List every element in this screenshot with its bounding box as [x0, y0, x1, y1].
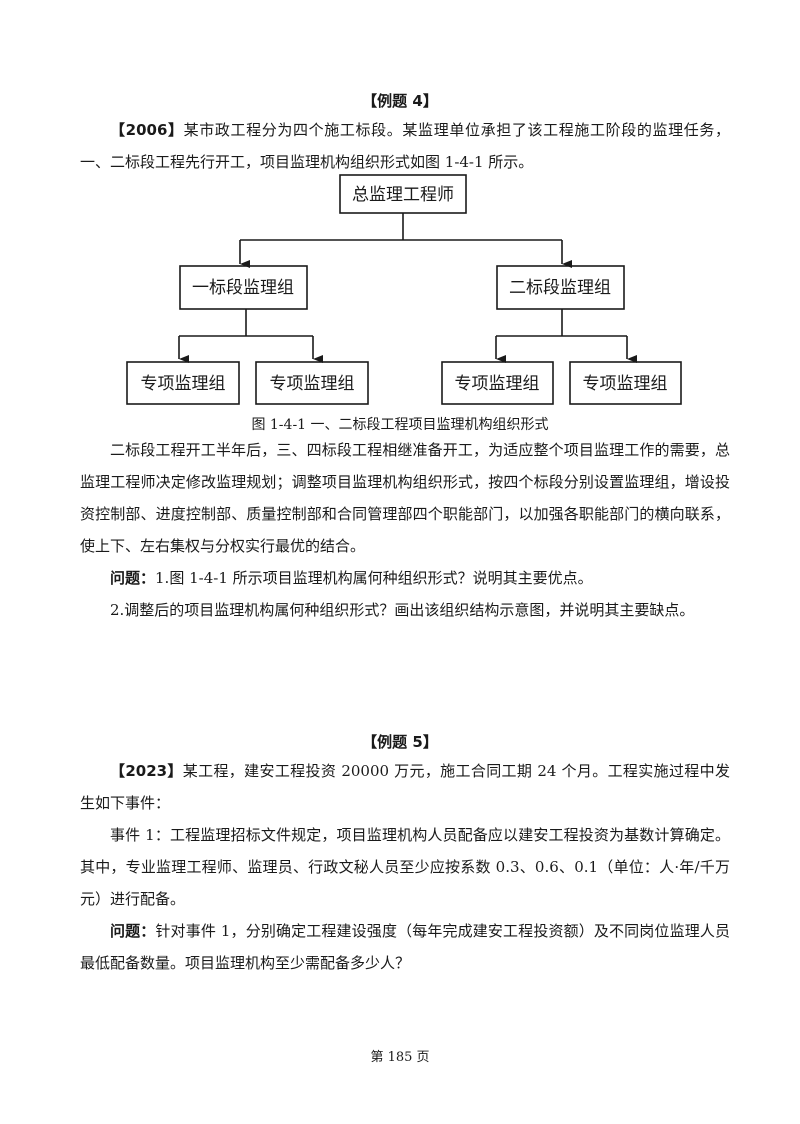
example-4-question-label: 问题： — [110, 569, 156, 587]
example-5-year: 【2023】 — [110, 762, 183, 780]
org-chart-diagram: 总监理工程师 一标段监理组 二标段监理组 专项监理组 专项监理组 专项监理组 专… — [126, 174, 682, 405]
org-label-section-1: 一标段监理组 — [192, 278, 294, 298]
example-4-body: 二标段工程开工半年后，三、四标段工程相继准备开工，为适应整个项目监理工作的需要，… — [80, 441, 730, 555]
example-5-intro-text: 某工程，建安工程投资 20000 万元，施工合同工期 24 个月。工程实施过程中… — [80, 762, 730, 812]
org-label-special-3: 专项监理组 — [455, 374, 540, 394]
example-5-intro: 【2023】某工程，建安工程投资 20000 万元，施工合同工期 24 个月。工… — [80, 755, 730, 819]
org-box-special-2 — [255, 361, 369, 405]
org-label-special-2: 专项监理组 — [270, 374, 355, 394]
example-5-event-1: 事件 1：工程监理招标文件规定，项目监理机构人员配备应以建安工程投资为基数计算确… — [80, 826, 730, 908]
example-4-question-1: 问题：1.图 1-4-1 所示项目监理机构属何种组织形式？说明其主要优点。 — [110, 569, 593, 587]
example-5-heading: 【例题 5】 — [362, 733, 438, 751]
org-label-section-2: 二标段监理组 — [509, 278, 611, 298]
org-label-special-1: 专项监理组 — [141, 374, 226, 394]
org-box-section-1 — [179, 265, 308, 310]
org-box-special-1 — [126, 361, 240, 405]
org-box-special-3 — [441, 361, 554, 405]
org-label-special-4: 专项监理组 — [583, 374, 668, 394]
org-box-special-4 — [569, 361, 682, 405]
example-4-heading: 【例题 4】 — [362, 92, 438, 110]
example-4-intro: 【2006】某市政工程分为四个施工标段。某监理单位承担了该工程施工阶段的监理任务… — [80, 114, 730, 178]
example-4-question-2: 2.调整后的项目监理机构属何种组织形式？画出该组织结构示意图，并说明其主要缺点。 — [110, 601, 695, 619]
org-label-root: 总监理工程师 — [352, 185, 454, 205]
example-5-question: 问题：针对事件 1，分别确定工程建设强度（每年完成建安工程投资额）及不同岗位监理… — [80, 922, 730, 972]
example-5-question-label: 问题： — [110, 922, 156, 940]
figure-caption: 图 1-4-1 一、二标段工程项目监理机构组织形式 — [251, 417, 549, 433]
example-4-intro-text: 某市政工程分为四个施工标段。某监理单位承担了该工程施工阶段的监理任务，一、二标段… — [80, 121, 730, 171]
page-footer: 第 185 页 — [370, 1050, 430, 1065]
example-4-year: 【2006】 — [110, 121, 184, 139]
org-box-section-2 — [496, 265, 625, 310]
